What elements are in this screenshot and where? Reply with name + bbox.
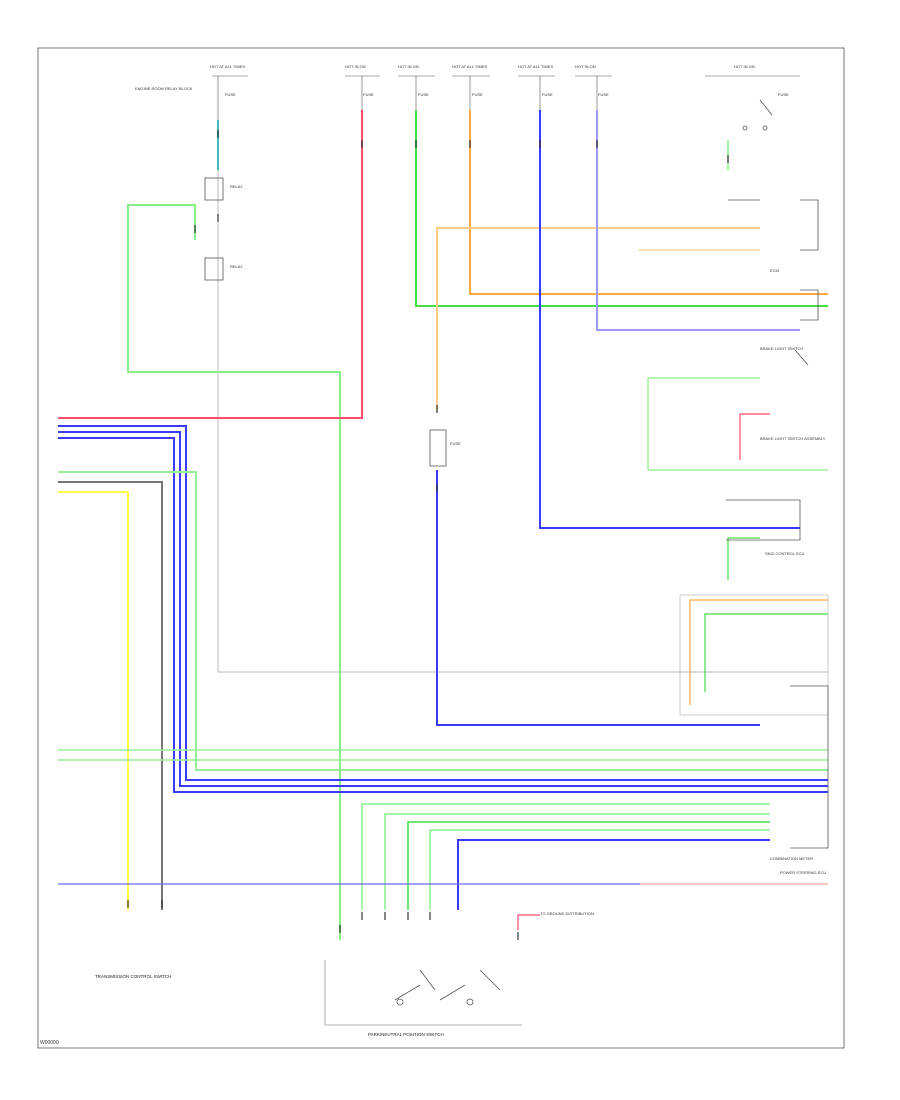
ecm-connector-2 <box>800 289 819 321</box>
right-module-1-label: ECM <box>770 268 779 273</box>
fuse-label-6: HOT IN ON <box>575 64 596 69</box>
wire-green-sw-3 <box>407 821 770 910</box>
fuse-label-4: HOT AT ALL TIMES <box>452 64 487 69</box>
wire-lavender-6 <box>596 110 800 331</box>
right-module-3-label: BRAKE LIGHT SWITCH ASSEMBLY <box>760 436 826 441</box>
ground-ref-wire <box>517 914 540 930</box>
wire-green-loop <box>127 204 341 940</box>
diagram-border <box>37 47 845 1049</box>
wire-green-sw-1 <box>361 803 770 910</box>
fusible-link-label: FUSE <box>450 441 461 446</box>
fuse-name-5: FUSE <box>542 92 553 97</box>
fuse-name-4: FUSE <box>472 92 483 97</box>
fuse-name-3: FUSE <box>418 92 429 97</box>
switch-symbols <box>394 99 809 1006</box>
wire-orange-right <box>689 599 828 705</box>
brake-switch-box <box>726 499 801 541</box>
wire-gray-trunk <box>217 170 828 673</box>
module-boxes <box>204 177 829 1026</box>
bottom-right-module-label: POWER STEERING ECU <box>780 870 826 875</box>
right-module-4-label: SKID CONTROL ECU <box>765 551 805 556</box>
fuse-box-mid <box>429 429 447 467</box>
footer-id: W00000 <box>40 1040 59 1046</box>
fuse-label-5: HOT AT ALL TIMES <box>518 64 553 69</box>
skid-ecu-connector <box>790 685 829 849</box>
wire-red <box>58 110 363 419</box>
fuse-label-7: HOT IN ON <box>734 64 755 69</box>
fuse-name-1: FUSE <box>225 92 236 97</box>
wire-green-right-1 <box>647 377 760 470</box>
wire-blue-left-3 <box>58 437 828 793</box>
wire-green-left-1 <box>58 471 828 771</box>
wire-gray-left <box>58 481 163 910</box>
ground-ref-label: TO GROUND DISTRIBUTION <box>540 911 594 916</box>
fuse-label-3: HOT IN ON <box>398 64 419 69</box>
fuse-ticks <box>212 75 800 120</box>
relay-box-1 <box>204 177 224 201</box>
wire-blue-left-2 <box>58 431 828 787</box>
wire-blue-5 <box>539 110 800 529</box>
transmission-label: TRANSMISSION CONTROL SWITCH <box>95 974 171 979</box>
top-fuse-labels: HOT AT ALL TIMES HOT IN ON HOT IN ON HOT… <box>210 64 789 97</box>
wire-green-3 <box>415 110 828 307</box>
wire-blue-relay <box>436 470 760 726</box>
wire-group <box>58 110 828 940</box>
fuse-label-1: HOT AT ALL TIMES <box>210 64 245 69</box>
wire-blue-sw <box>457 839 770 910</box>
fuse-name-7: FUSE <box>778 92 789 97</box>
relay-box-2 <box>204 257 224 281</box>
connector-ticks <box>127 130 729 933</box>
fuse-name-6: FUSE <box>598 92 609 97</box>
bottom-bracket <box>324 960 522 1026</box>
wire-blue-left-1 <box>58 425 828 781</box>
ecm-connector <box>800 199 819 251</box>
wire-green-sw-2 <box>384 813 770 910</box>
wire-green-right-3 <box>727 537 760 580</box>
relay-1-label: RELAY <box>230 184 243 189</box>
wire-yellow-left <box>58 491 129 910</box>
relay-2-label: RELAY <box>230 264 243 269</box>
module-box-right <box>679 594 829 716</box>
top-left-module-label: ENGINE ROOM RELAY BLOCK <box>135 86 193 91</box>
wire-light-orange <box>436 227 760 410</box>
right-module-5-label: COMBINATION METER <box>770 856 813 861</box>
bottom-switch-label: PARK/NEUTRAL POSITION SWITCH <box>368 1032 444 1037</box>
right-module-2-label: BRAKE LIGHT SWITCH <box>760 346 803 351</box>
wire-green-right-4 <box>704 613 828 692</box>
wire-green-sw-4 <box>429 829 770 910</box>
wire-red-right <box>739 413 770 460</box>
fuse-label-2: HOT IN ON <box>345 64 366 69</box>
fuse-name-2: FUSE <box>363 92 374 97</box>
wire-orange-4 <box>469 110 828 295</box>
